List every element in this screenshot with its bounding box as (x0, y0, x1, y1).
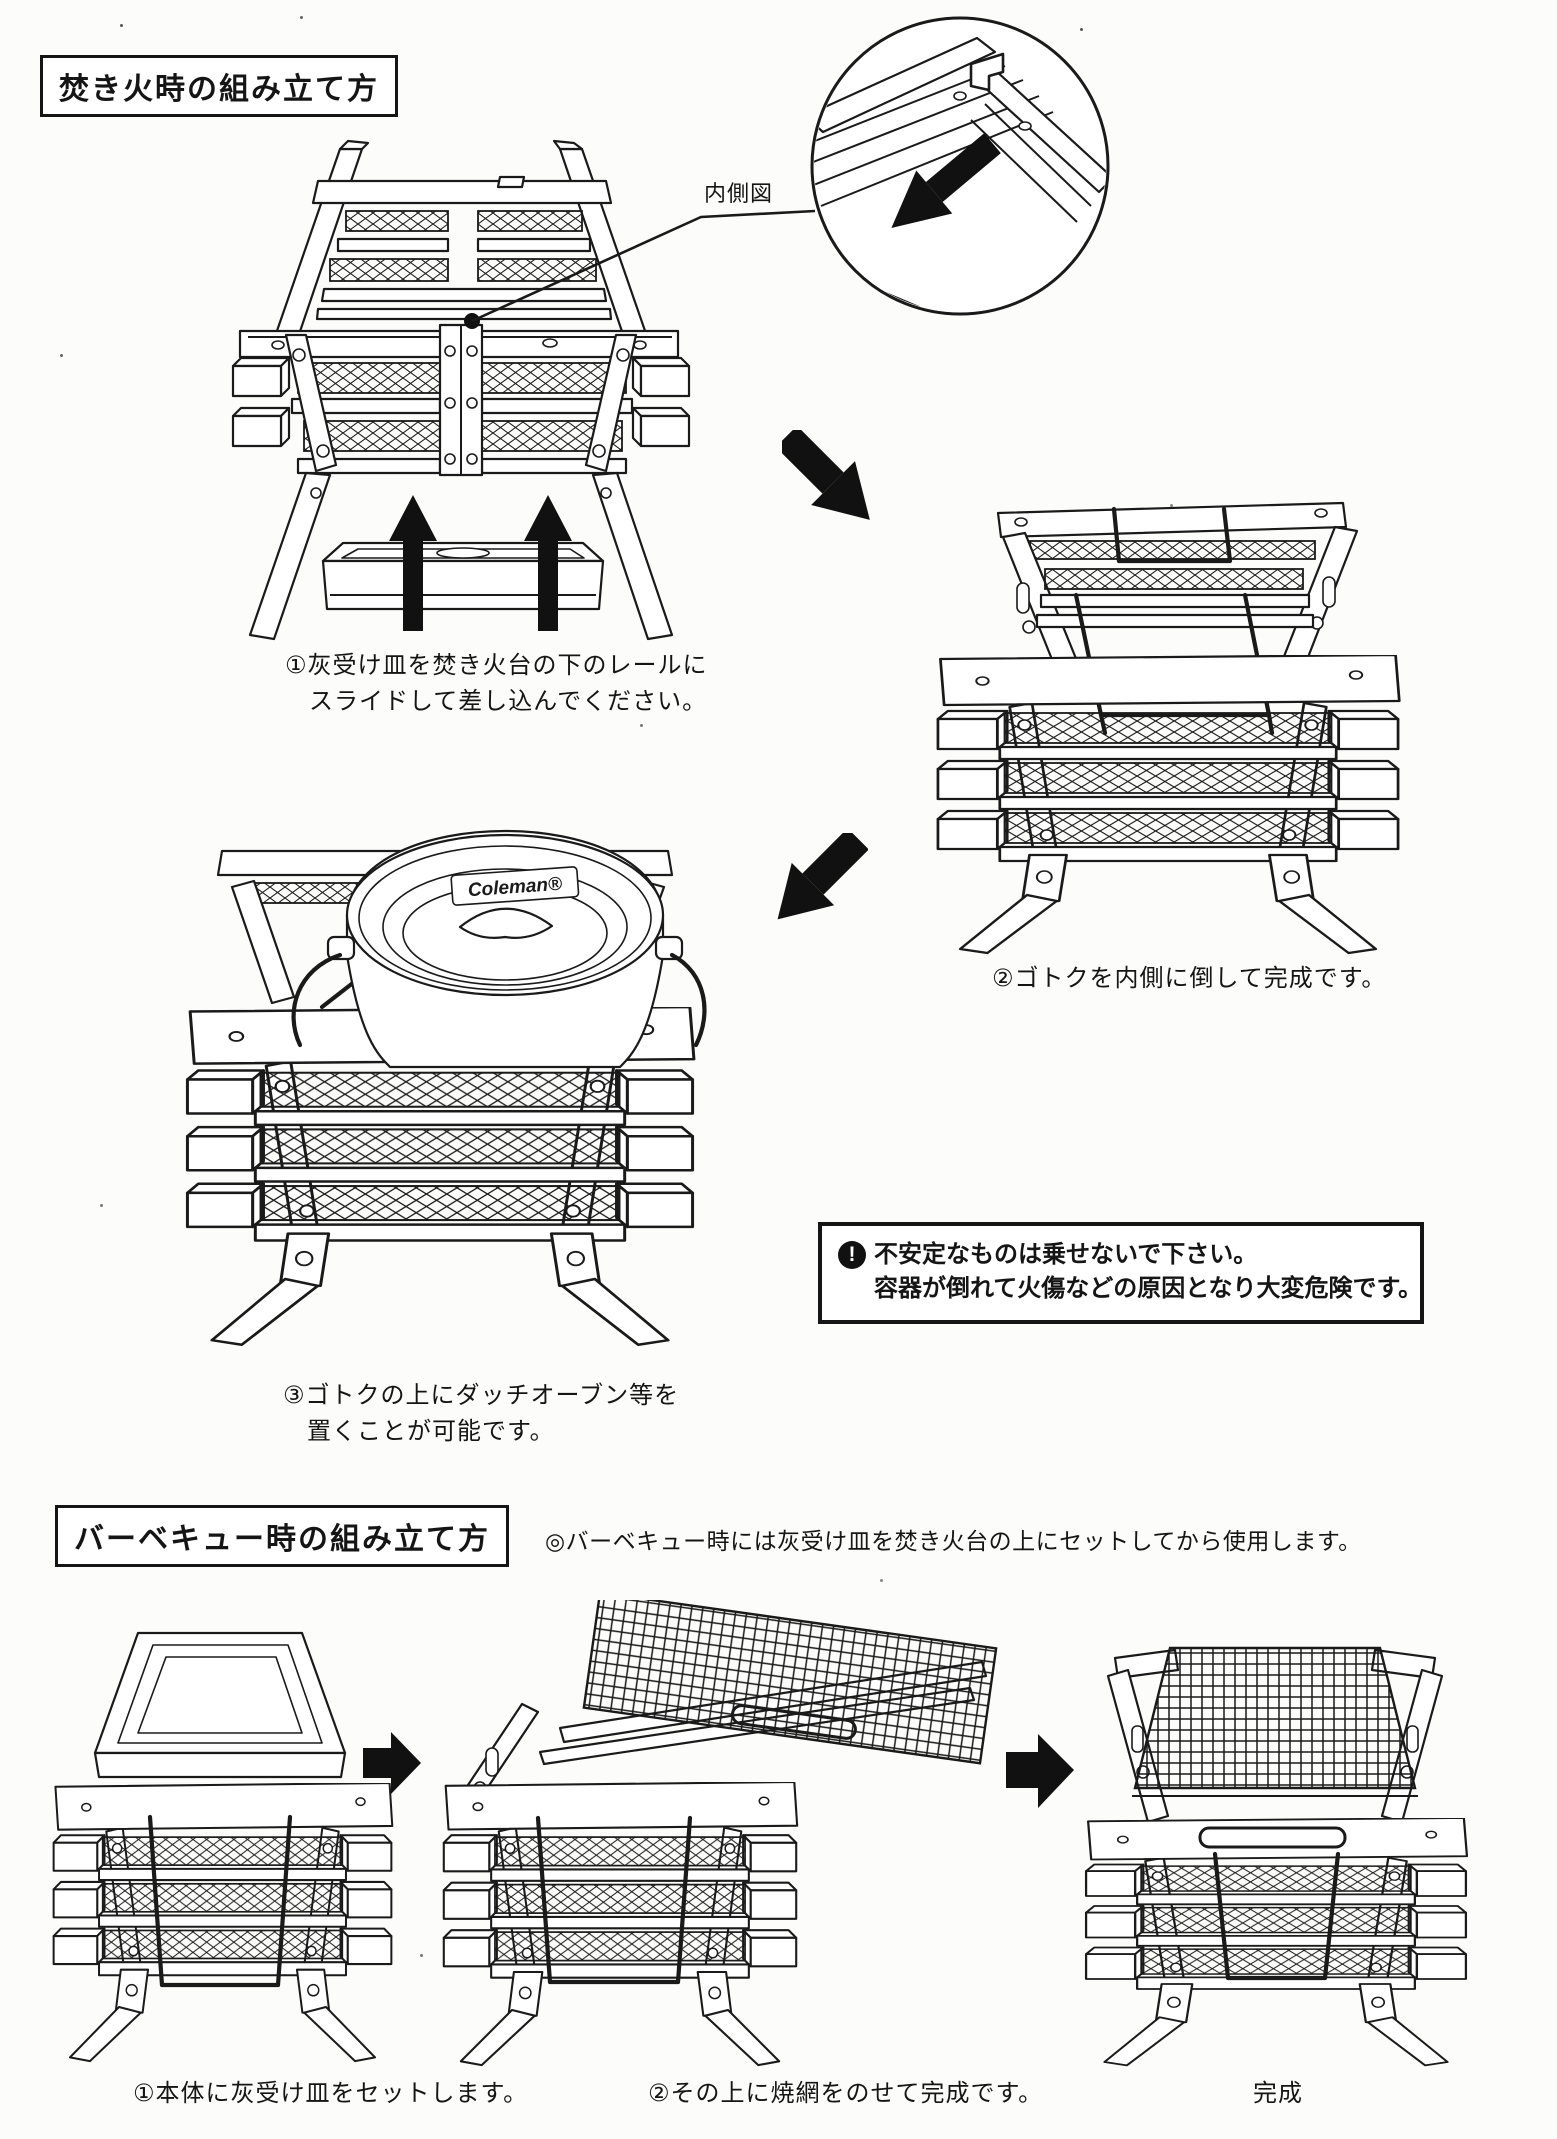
step3-illustration: Coleman® (185, 830, 707, 1347)
warning-box: ! 不安定なものは乗せないで下さい。 容器が倒れて火傷などの原因となり大変危険で… (818, 1222, 1424, 1324)
carry-handle-wire (1212, 1851, 1341, 1981)
bbq-done-caption: 完成 (1253, 2080, 1303, 2107)
step1-caption: ①灰受け皿を焚き火台の下のレールに スライドして差し込んでください。 (285, 648, 708, 720)
bail-handles (291, 952, 707, 1048)
inset-label: 内側図 (704, 181, 774, 206)
insert-direction-arrow-icon (891, 133, 1001, 228)
pot-lugs (326, 935, 684, 961)
section2-title: バーベキュー時の組み立て方 (55, 1505, 509, 1567)
bbq-step1-caption: ①本体に灰受け皿をセットします。 (133, 2080, 529, 2107)
bbq-complete-illustration (1084, 1646, 1469, 2067)
step1-caption-line2: スライドして差し込んでください。 (309, 688, 708, 715)
pit-body (936, 655, 1401, 955)
step3-caption-line1: ③ゴトクの上にダッチオーブン等を (283, 1382, 680, 1409)
step1-illustration (231, 139, 691, 641)
inside-view-inset (810, 16, 1110, 316)
step2-illustration (936, 501, 1401, 955)
bbq-step2-caption: ②その上に焼網をのせて完成です。 (648, 2080, 1044, 2107)
pit-body (442, 1782, 799, 2067)
inset-leader-line (464, 209, 816, 329)
up-arrow-icon (524, 495, 572, 631)
carry-handle-wire (535, 1815, 693, 1985)
next-step-arrow-icon (777, 833, 868, 920)
lid-handle (458, 907, 554, 939)
dutch-oven: Coleman® (291, 830, 707, 1069)
section1-title: 焚き火時の組み立て方 (40, 55, 398, 117)
grill-net (1132, 1646, 1418, 1797)
bbq-step1-illustration (52, 1631, 394, 2063)
center-hinge-plate (438, 323, 484, 477)
step3-caption-line2: 置くことが可能です。 (307, 1418, 555, 1445)
scan-speckles (120, 24, 123, 27)
pit-body (1084, 1818, 1469, 2067)
folded-handle (1198, 1826, 1347, 1849)
warning-line1: 不安定なものは乗せないで下さい。 (874, 1241, 1258, 1268)
corner-blocks (231, 356, 691, 448)
step3-caption: ③ゴトクの上にダッチオーブン等を 置くことが可能です。 (283, 1378, 679, 1450)
next-step-arrow-icon (363, 1732, 421, 1794)
top-frame (996, 501, 1359, 669)
step2-caption: ②ゴトクを内側に倒して完成です。 (992, 965, 1387, 992)
step1-caption-line1: ①灰受け皿を焚き火台の下のレールに (285, 652, 708, 679)
top-corner-posts (1113, 1648, 1437, 1680)
legs (248, 471, 674, 641)
ash-pan-on-top (93, 1631, 347, 1779)
section2-note: ◎バーベキュー時には灰受け皿を焚き火台の上にセットしてから使用します。 (545, 1528, 1362, 1554)
pit-body (52, 1783, 394, 2063)
up-arrow-icon (389, 495, 437, 631)
warning-line2: 容器が倒れて火傷などの原因となり大変危険です。 (874, 1275, 1423, 1302)
warning-icon: ! (838, 1241, 866, 1269)
inside-view-detail (814, 36, 1106, 312)
side-braces (284, 333, 638, 473)
ash-pan (321, 541, 605, 611)
grill-net (582, 1600, 998, 1765)
next-step-arrow-icon (1006, 1734, 1074, 1808)
next-step-arrow-icon (782, 430, 870, 520)
bbq-step2-illustration (442, 1600, 998, 2067)
dutch-oven-logo-plate: Coleman® (450, 866, 580, 906)
carry-handle-wire (147, 1814, 293, 1988)
